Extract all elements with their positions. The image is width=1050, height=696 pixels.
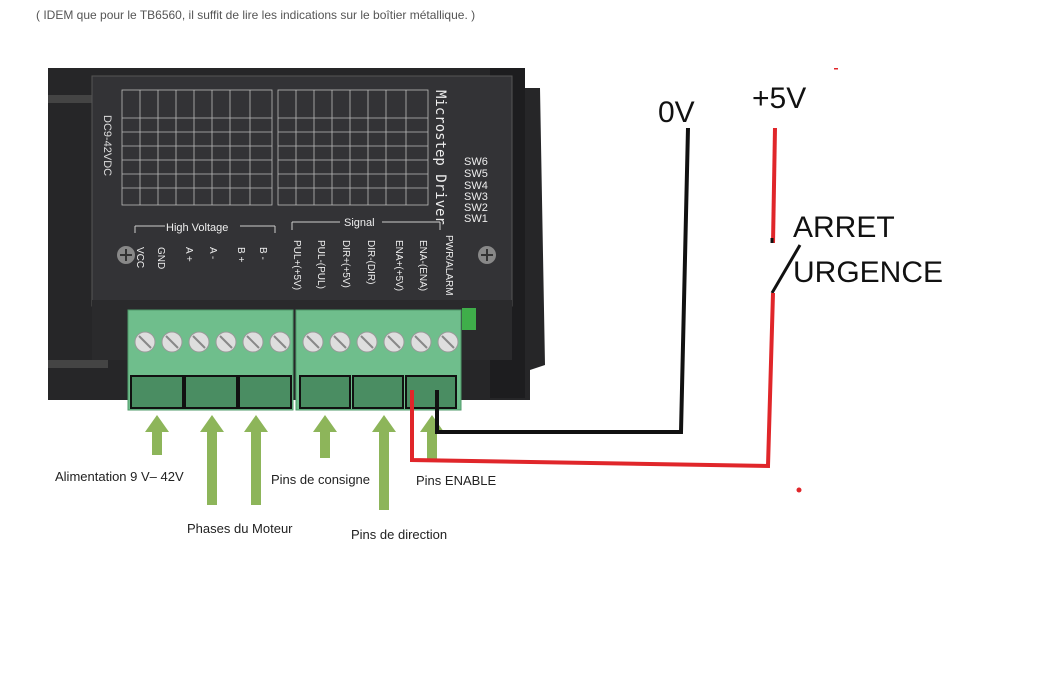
pwr-alarm-label: PWR/ALARM [443,235,454,296]
label-arret: ARRET [793,211,895,244]
arrow-phase-a [200,415,224,505]
screw-slot [165,335,179,349]
screw-slot [273,335,287,349]
screw-slot [387,335,401,349]
pin-label-b-minus: B - [257,247,268,260]
label-plus5v: +5V [752,82,807,115]
switch-label: SW4 [464,180,488,192]
arrow-direction [372,415,396,510]
signal-pin-labels: PUL+(+5V) PUL-(PUL) DIR+(+5V) DIR-(DIR) … [291,235,454,296]
pin-label-a-plus: A + [183,247,194,262]
green-arrows [145,415,444,510]
signal-label: Signal [344,217,375,229]
wire-plus5v-top [771,127,777,244]
box-phase-a [184,375,238,409]
switch-label: SW1 [464,213,488,225]
caption-text: ( IDEM que pour le TB6560, il suffit de … [36,8,476,22]
label-0v: 0V [658,96,695,129]
dc-label: DC9-42VDC [101,115,113,176]
wire-plus5v-bottom [410,292,775,469]
pin-label-pul-minus: PUL-(PUL) [315,240,326,289]
high-voltage-label: High Voltage [166,222,228,234]
terminal-screws [134,331,459,353]
red-dot [796,487,802,493]
label-alimentation: Alimentation 9 V– 42V [55,469,184,484]
switch-label: SW6 [464,156,488,168]
screw-slot [219,335,233,349]
box-phase-b [238,375,292,409]
screw-slot [138,335,152,349]
screw-slot [246,335,260,349]
switch-label: SW5 [464,168,488,180]
switch-label: SW2 [464,202,488,214]
pin-label-ena-plus: ENA+(+5V) [393,240,404,291]
pin-label-vcc: VCC [134,247,145,268]
pin-label-ena-minus: ENA-(ENA) [417,240,428,291]
pin-label-dir-plus: DIR+(+5V) [340,240,351,288]
arrow-enable [420,415,444,460]
pin-label-dir-minus: DIR-(DIR) [365,240,376,284]
switch-labels: SW6 SW5 SW4 SW3 SW2 SW1 [464,156,488,225]
microstep-table [277,89,429,206]
red-mark [834,68,838,70]
label-consigne: Pins de consigne [271,472,371,487]
pin-label-pul-plus: PUL+(+5V) [291,240,302,290]
arrow-phase-b [244,415,268,505]
box-alimentation [130,375,184,409]
current-table [121,89,273,206]
switch-contact [770,238,802,294]
box-enable [405,375,457,409]
terminal-boxes [130,375,457,409]
status-led [462,308,476,330]
pin-label-gnd: GND [155,247,166,269]
screw-slot [441,335,455,349]
screw-slot [192,335,206,349]
label-direction: Pins de direction [351,527,448,542]
wire-0v [435,127,690,434]
hv-pin-labels: VCC GND A + A - B + B - [134,247,268,269]
label-phases: Phases du Moteur [187,521,293,536]
pin-label-a-minus: A - [207,247,218,259]
screw-slot [333,335,347,349]
driver-title: Microstep Driver [432,90,448,225]
label-enable: Pins ENABLE [416,473,497,488]
arrow-consigne [313,415,337,458]
arrow-alimentation [145,415,169,455]
screw-slot [414,335,428,349]
screw-slot [360,335,374,349]
box-direction [352,375,404,409]
pin-label-b-plus: B + [235,247,246,262]
label-urgence: URGENCE [793,256,944,289]
switch-label: SW3 [464,191,488,203]
screw-slot [306,335,320,349]
box-consigne [299,375,351,409]
